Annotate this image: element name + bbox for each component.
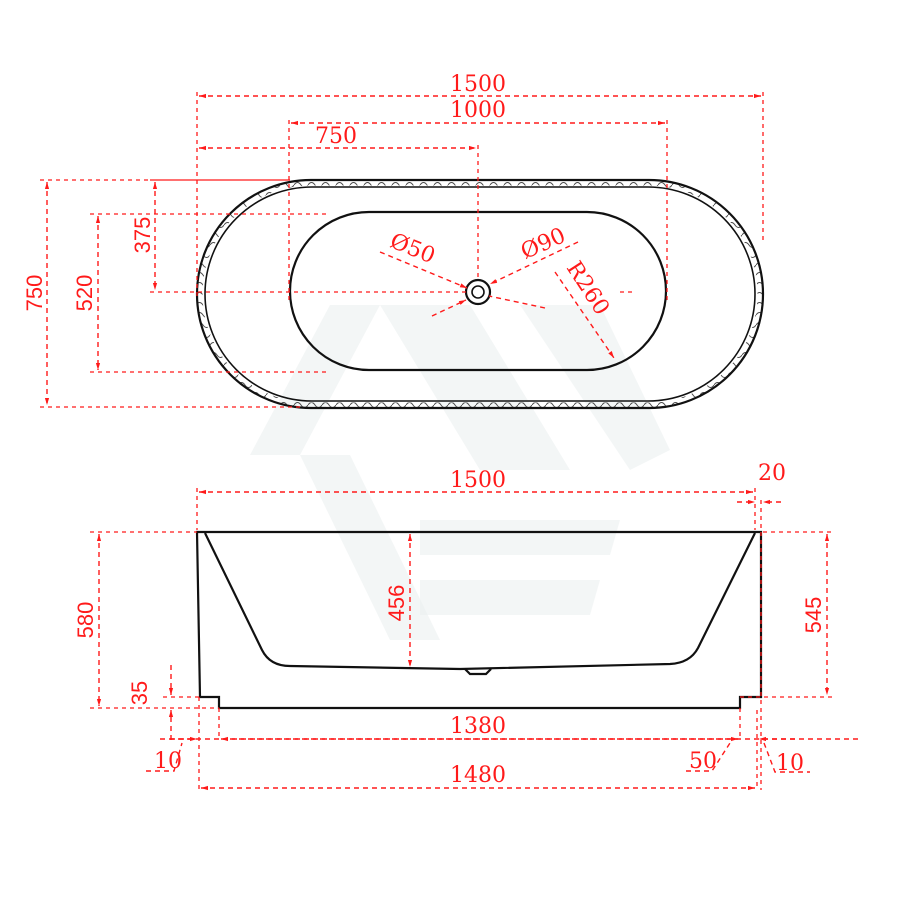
dim-top-overall-length: 1500 [450,72,506,97]
rim-scallop-pattern [197,180,763,408]
tub-inner-profile [204,532,756,671]
dim-left-inset: 10 [154,749,182,774]
dim-overall-height: 580 [73,602,98,639]
dim-rim-offset: 20 [758,461,786,486]
dim-top-drain-offset-x: 750 [315,124,357,149]
drain-bump [464,668,492,676]
dim-side-overall-length: 1500 [450,468,506,493]
dim-top-drain-offset-y: 375 [130,217,155,254]
dim-rim-to-plinth-height: 545 [801,597,826,634]
tub-side-outline [195,530,763,710]
dim-drain-diameter: Ø50 [386,229,438,269]
dim-base-length: 1480 [450,763,506,788]
dim-top-basin-length: 1000 [450,98,506,123]
dim-top-basin-width: 520 [72,275,97,312]
dim-plinth-height: 35 [127,681,152,705]
side-view: 1500 20 580 545 456 35 1380 1480 10 50 1… [73,461,860,791]
watermark-logo [250,305,670,640]
dim-top-overall-width: 750 [22,275,47,312]
dim-right-inset: 10 [776,751,804,776]
top-view: 1500 1000 750 750 520 375 Ø50 Ø90 R260 [22,72,765,410]
dim-right-plinth-inset: 50 [689,749,717,774]
drain-inner-circle [471,285,485,299]
drain-outer-circle [464,278,492,306]
dim-internal-depth: 456 [384,585,409,622]
dim-plinth-length: 1380 [450,714,506,739]
outer-rim-inner-outline [204,186,756,402]
